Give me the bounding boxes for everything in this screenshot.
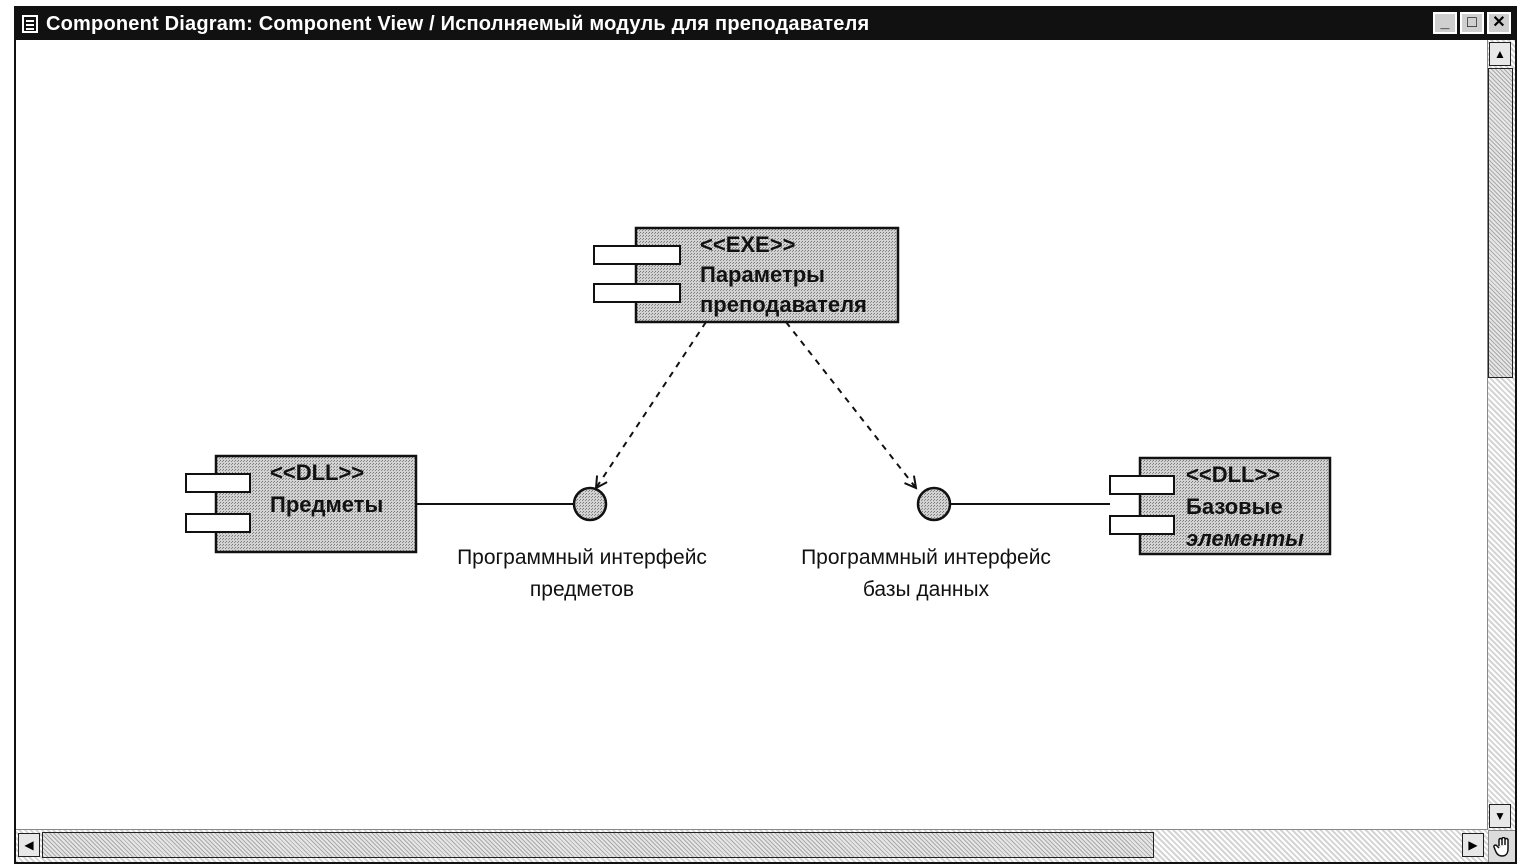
diagram-svg: <<EXE>> Параметры преподавателя <<DLL>> …: [185, 226, 1332, 601]
vertical-scrollbar[interactable]: ▲ ▼: [1487, 40, 1515, 830]
scroll-up-icon[interactable]: ▲: [1489, 42, 1511, 66]
close-button[interactable]: ✕: [1487, 12, 1511, 34]
minimize-button[interactable]: _: [1433, 12, 1457, 34]
interface-subjects-label-1: Программный интерфейс: [457, 546, 707, 569]
interface-db-label-1: Программный интерфейс: [801, 546, 1051, 569]
exe-name-line1: Параметры: [700, 262, 825, 287]
component-dll-base-elements[interactable]: <<DLL>> Базовые элементы: [1109, 456, 1332, 556]
subjects-stereotype: <<DLL>>: [270, 460, 364, 485]
interface-db-label-2: базы данных: [863, 578, 990, 601]
dependency-arrow-subjects[interactable]: [596, 321, 707, 488]
component-dll-subjects[interactable]: <<DLL>> Предметы: [185, 454, 418, 554]
title-bar: Component Diagram: Component View / Испо…: [16, 8, 1515, 40]
exe-stereotype: <<EXE>>: [700, 232, 795, 257]
component-diagram-window: Component Diagram: Component View / Испо…: [14, 6, 1517, 864]
window-title: Component Diagram: Component View / Испо…: [46, 12, 870, 35]
horizontal-scrollbar[interactable]: ◀ ▶: [16, 829, 1488, 862]
vertical-scroll-thumb[interactable]: [1488, 68, 1513, 378]
scroll-down-icon[interactable]: ▼: [1489, 804, 1511, 828]
component-exe-parameters[interactable]: <<EXE>> Параметры преподавателя: [593, 226, 900, 324]
hand-icon: [1488, 830, 1515, 862]
interface-database[interactable]: Программный интерфейс базы данных: [801, 486, 1051, 601]
window-controls: _ □ ✕: [1433, 12, 1511, 34]
scroll-right-icon[interactable]: ▶: [1462, 833, 1484, 857]
subjects-name: Предметы: [270, 492, 383, 517]
hand-cursor-icon: [1493, 836, 1509, 857]
maximize-button[interactable]: □: [1460, 12, 1484, 34]
horizontal-scroll-thumb[interactable]: [42, 832, 1154, 858]
diagram-canvas[interactable]: <<EXE>> Параметры преподавателя <<DLL>> …: [16, 40, 1488, 830]
base-name-line1: Базовые: [1186, 494, 1283, 519]
base-name-line2: элементы: [1186, 526, 1304, 551]
dependency-arrow-db[interactable]: [785, 321, 916, 488]
exe-name-line2: преподавателя: [700, 292, 867, 317]
scroll-left-icon[interactable]: ◀: [18, 833, 40, 857]
base-stereotype: <<DLL>>: [1186, 462, 1280, 487]
interface-subjects[interactable]: Программный интерфейс предметов: [457, 486, 707, 601]
document-icon: [22, 15, 38, 33]
interface-subjects-label-2: предметов: [530, 578, 634, 601]
